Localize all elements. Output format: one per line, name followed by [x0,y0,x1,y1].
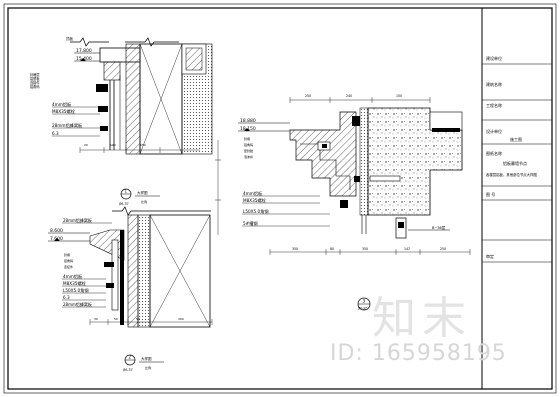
b-note-2: 4mm铝板 [63,273,83,280]
svg-text:300: 300 [178,317,184,321]
tb-row-9: 审定 [486,253,494,259]
svg-text:100: 100 [110,143,116,147]
title-block: 建设单位 建筑名称 工程名称 设计单位 施工图 图纸名称 铝板幕墙节点 各楼层铝… [481,7,553,390]
detail-c: 250 240 150 18.880 18.150 封堵 铝角码 密封胶 [215,94,471,311]
tb-row-0: 建设单位 [486,55,502,61]
a-bubble-num: 1 [125,189,128,194]
a-caption: 大样图 [137,190,148,195]
c-dim-b2: 350 [362,247,368,251]
tb-row-5: 图纸名称 [486,150,502,156]
svg-text:比例: 比例 [141,199,147,204]
c-note-2: M8X35螺栓 [243,197,267,204]
b-note-6: 28mm铝蜂窝板 [63,301,92,307]
b-bubble-num: 2 [129,355,132,360]
svg-text:顶板: 顶板 [66,36,73,41]
c-dim-top: 250 [305,94,311,98]
c-elev-side: B~36层 [432,225,446,230]
svg-text:30: 30 [94,317,98,321]
a-note-2: M8X35螺栓 [52,108,76,115]
svg-text:泡沫棒: 泡沫棒 [244,154,253,159]
c-note-4: 5#槽钢 [243,220,258,227]
c-dim-top2: 240 [346,94,352,98]
svg-text:20: 20 [84,143,88,147]
svg-text:连接件: 连接件 [64,264,73,269]
svg-text:连接件: 连接件 [30,80,40,85]
c-note-3: L50X5.0角钢 [243,208,269,215]
svg-text:铝塑板: 铝塑板 [30,76,40,81]
svg-text:50: 50 [114,317,118,321]
detail-b: 8.600 7.600 28mm铝蜂窝板 4mm铝板 M8X35螺栓 L50X5… [48,206,213,372]
c-dim-b3: 147 [404,247,410,251]
c-bubble-ref: JM-37 [357,307,367,311]
a-note-3: 28mm铝蜂窝板 [52,122,83,129]
a-note-1: 4mm铝板 [52,101,72,108]
tb-row-1: 建筑名称 [486,81,502,87]
tb-row-7: 各楼层铝板、其他部位节点大样图 [486,172,537,177]
svg-text:50: 50 [136,317,140,321]
svg-text:铝角码: 铝角码 [30,84,40,89]
svg-text:封堵: 封堵 [64,252,70,257]
c-note-1: 4mm铝板 [243,190,263,197]
svg-text:密封胶: 密封胶 [244,148,253,153]
svg-text:150: 150 [396,94,402,98]
c-dim-b4: 250 [440,247,446,251]
tb-row-6: 铝板幕墙节点 [503,160,527,166]
a-note-4: 6.3 [52,131,59,136]
c-elev-1: 18.880 [240,118,256,124]
b-note-1: 28mm铝蜂窝板 [63,217,92,223]
a-bubble-ref: JM-37 [118,202,129,206]
c-bubble-num: 3 [363,299,366,304]
svg-text:封堵层: 封堵层 [30,72,40,77]
svg-text:150: 150 [140,143,146,147]
svg-text:封堵: 封堵 [244,136,250,141]
a-elev-top: 17.800 [76,48,92,54]
tb-row-8: 图 号 [486,191,495,197]
b-note-4: L50X5.0角钢 [63,287,89,294]
tb-row-3: 设计单位 [486,128,502,134]
tb-row-4: 施工图 [510,136,522,142]
svg-text:铝角码: 铝角码 [64,258,73,263]
svg-text:比例: 比例 [145,365,151,370]
c-dim-b0: 350 [292,247,298,251]
sheet-border [7,7,553,390]
b-note-5: 6.3 [63,295,70,300]
c-dim-b1: 80 [330,247,334,251]
tb-row-2: 工程名称 [486,102,502,108]
detail-a: 顶板 17.800 15.400 封堵层 铝塑板 连接件 铝角码 [30,36,213,206]
b-elev-1: 8.600 [50,228,63,234]
b-bubble-ref: JM-37 [122,368,133,372]
b-caption: 大样图 [141,356,152,361]
svg-text:铝角码: 铝角码 [244,142,253,147]
b-note-3: M8X35螺栓 [63,280,87,287]
